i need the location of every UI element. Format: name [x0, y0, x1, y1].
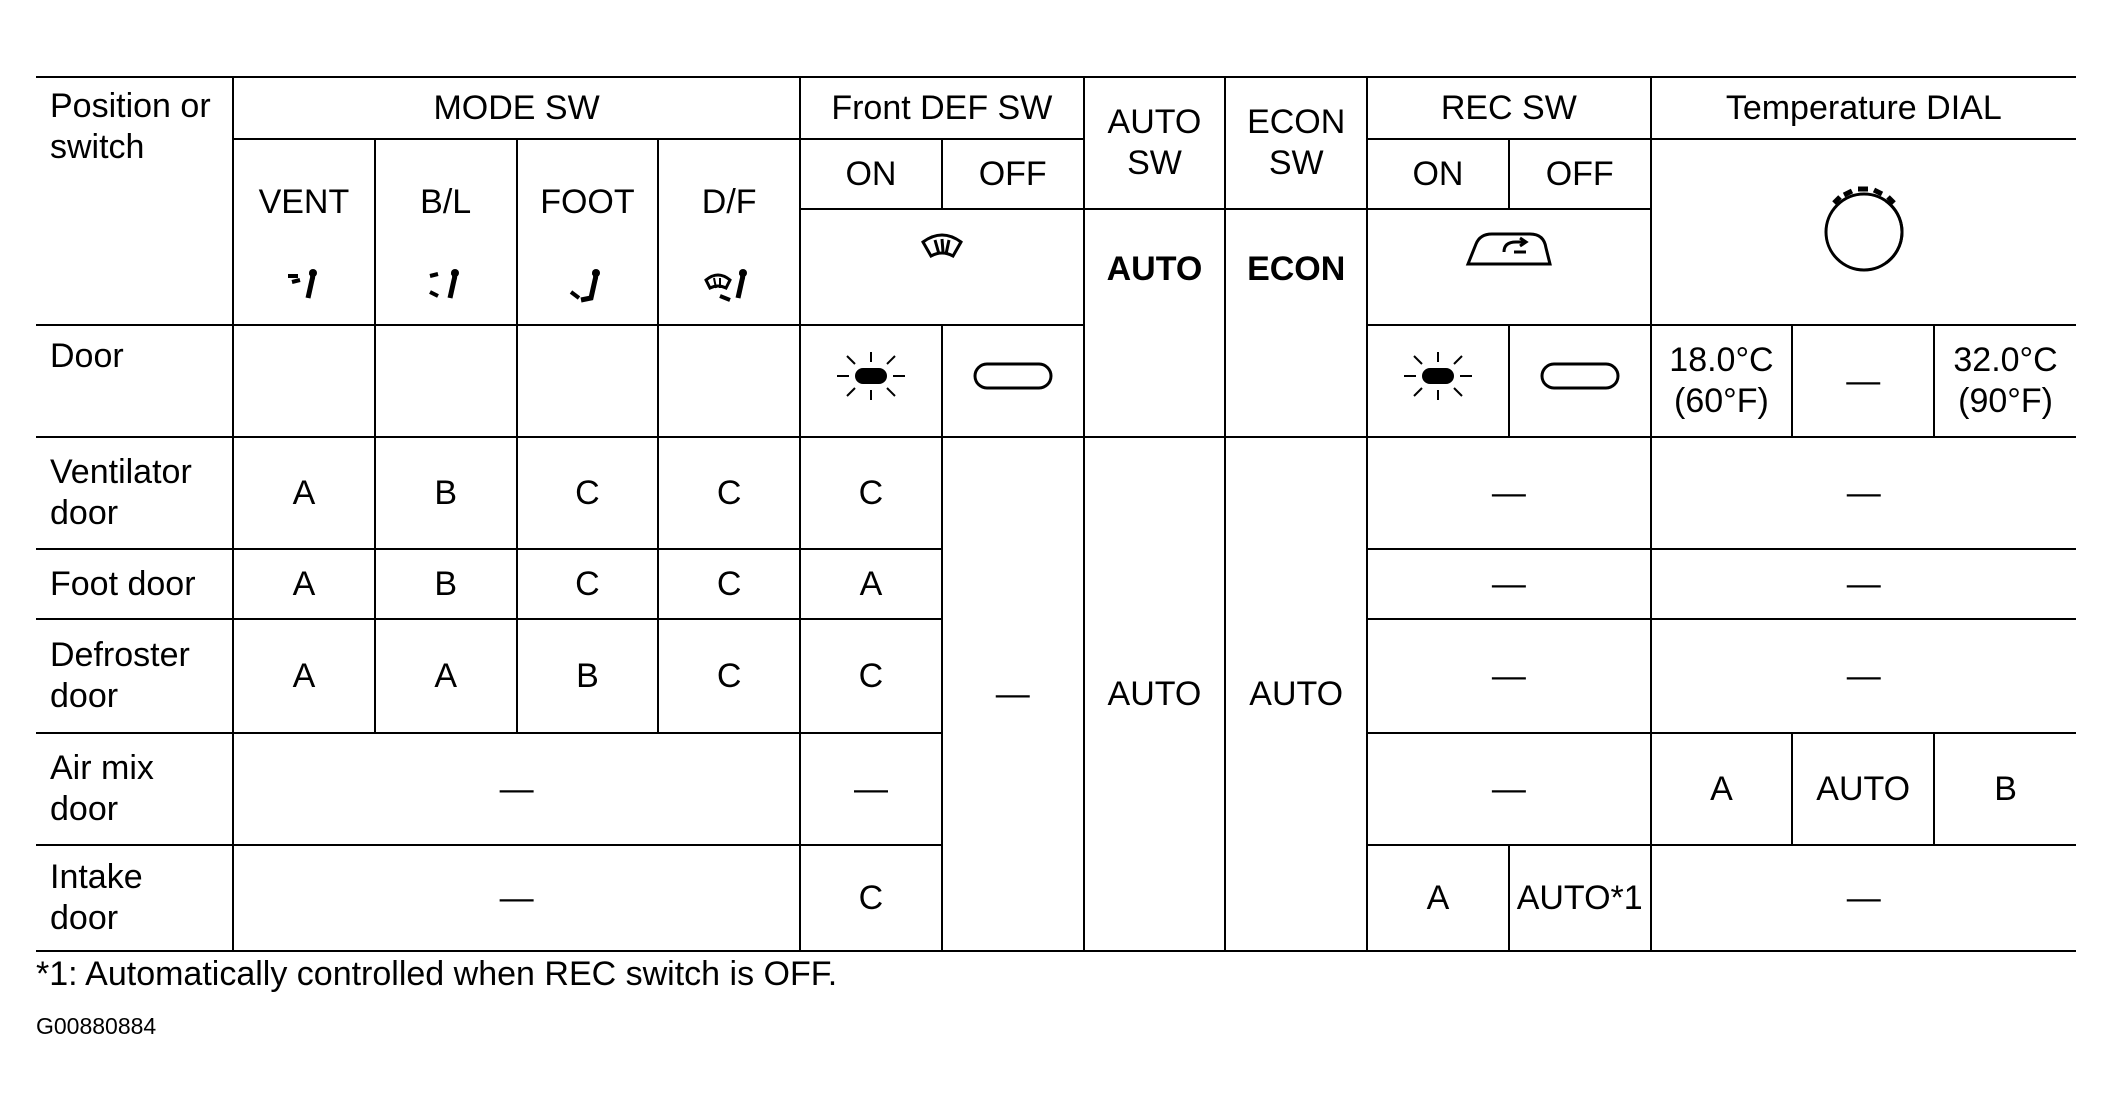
door-position-table: Position or switch MODE SW Front DEF SW … [36, 76, 2076, 952]
cell-foot: C [515, 548, 660, 620]
cell-foot: C [515, 436, 660, 550]
foot-icon-cell [515, 269, 660, 438]
auto-merged-cell: AUTO [1082, 436, 1227, 952]
indicator-off-icon [973, 362, 1053, 390]
cell-temp-high: B [1933, 732, 2076, 846]
door-label: Door [36, 324, 235, 438]
cell-rec: — [1366, 618, 1652, 734]
cell-temp: — [1649, 548, 2076, 620]
mode-bl-header: B/L [373, 138, 518, 326]
cell-foot: B [515, 618, 660, 734]
cell-bl: B [373, 548, 518, 620]
header-row-2: VENT B/L FOOT D/F ON OFF ON OFF [36, 138, 2076, 326]
table-row-ventilator: Ventilator door A B C C C — AUTO AUTO — … [36, 436, 2076, 952]
econ-merged-cell: AUTO [1224, 436, 1369, 952]
cell-rec: — [1366, 732, 1652, 846]
cell-mode-merged: — [232, 844, 802, 952]
temp-mid-cell: — [1791, 324, 1936, 438]
bilevel-icon-cell [373, 269, 518, 438]
row-label-foot: Foot door [36, 548, 235, 620]
header-row-3: AUTO ECON [36, 208, 2076, 438]
front-defroster-icon-cell [799, 208, 1085, 326]
row-label-defroster: Defroster door [36, 618, 235, 734]
row-label-ventilator: Ventilator door [36, 436, 235, 550]
foot-mode-icon [570, 269, 601, 303]
table-row-airmix: Air mix door — — — A AUTO B [36, 732, 2076, 846]
cell-df: C [657, 548, 802, 620]
cell-temp: — [1649, 436, 2076, 550]
cell-def-on: — [799, 732, 943, 846]
mode-df-header: D/F [657, 138, 802, 326]
recirculation-icon-cell [1366, 208, 1652, 326]
cell-vent: A [232, 548, 376, 620]
rec-off-indicator-cell [1507, 324, 1652, 438]
def-off-indicator-cell [940, 324, 1085, 438]
front-def-sw-header: Front DEF SW [799, 76, 1085, 140]
cell-def-on: C [799, 844, 943, 952]
mode-vent-header: VENT [232, 138, 376, 326]
cell-bl: A [373, 618, 518, 734]
def-on-indicator-cell [799, 324, 943, 438]
table-row-intake: Intake door — C A AUTO*1 — [36, 844, 2076, 952]
indicator-on-icon [836, 352, 905, 401]
cell-temp-mid: AUTO [1791, 732, 1936, 846]
def-off-merged-cell: — [940, 436, 1085, 952]
econ-indicator-cell: ECON [1224, 208, 1369, 438]
auto-indicator-cell: AUTO [1082, 208, 1227, 438]
door-position-table-wrapper: Position or switch MODE SW Front DEF SW … [36, 76, 2076, 952]
cell-vent: A [232, 436, 376, 550]
cell-rec: — [1366, 436, 1652, 550]
cell-temp: — [1649, 618, 2076, 734]
defrost-foot-mode-icon [704, 269, 748, 302]
header-row-1: Position or switch MODE SW Front DEF SW … [36, 76, 2076, 326]
cell-def-on: A [799, 548, 943, 620]
cell-def-on: C [799, 618, 943, 734]
cell-rec-on: A [1366, 844, 1510, 952]
cell-df: C [657, 618, 802, 734]
bilevel-mode-icon [428, 269, 459, 299]
front-def-on-header: ON [799, 138, 943, 210]
cell-bl: B [373, 436, 518, 550]
position-or-switch-header: Position or switch [36, 76, 235, 326]
table-row-defroster: Defroster door A A B C C — — [36, 618, 2076, 734]
cell-mode-merged: — [232, 732, 802, 846]
door-row: Door [36, 269, 2076, 438]
temp-low-cell: 18.0°C (60°F) [1649, 324, 1794, 438]
cell-vent: A [232, 618, 376, 734]
auto-sw-header: AUTO SW [1082, 76, 1227, 210]
front-def-off-header: OFF [940, 138, 1085, 210]
indicator-off-icon [1540, 362, 1620, 390]
rec-sw-header: REC SW [1366, 76, 1652, 140]
vent-icon-cell [232, 269, 376, 438]
defrost-foot-icon-cell [657, 269, 802, 438]
rec-off-header: OFF [1507, 138, 1652, 210]
cell-temp-low: A [1649, 732, 1794, 846]
footnote: *1: Automatically controlled when REC sw… [36, 955, 838, 993]
cell-rec: — [1366, 548, 1652, 620]
temperature-dial-icon-cell [1649, 138, 2076, 326]
mode-foot-header: FOOT [515, 138, 660, 326]
econ-sw-header: ECON SW [1224, 76, 1369, 210]
row-label-intake: Intake door [36, 844, 235, 952]
cell-rec-off: AUTO*1 [1507, 844, 1652, 952]
row-label-airmix: Air mix door [36, 732, 235, 846]
rec-on-indicator-cell [1366, 324, 1510, 438]
figure-code: G00880884 [36, 1013, 157, 1039]
cell-temp: — [1649, 844, 2076, 952]
front-defroster-icon [920, 233, 963, 259]
cell-def-on: C [799, 436, 943, 550]
temperature-dial-header: Temperature DIAL [1649, 76, 2076, 140]
temp-high-cell: 32.0°C (90°F) [1933, 324, 2076, 438]
recirculation-icon [1465, 232, 1552, 266]
cell-df: C [657, 436, 802, 550]
rec-on-header: ON [1366, 138, 1510, 210]
indicator-on-icon [1403, 352, 1472, 401]
mode-sw-header: MODE SW [232, 76, 802, 140]
temperature-dial-icon [1824, 186, 1904, 272]
table-row-foot: Foot door A B C C A — — [36, 548, 2076, 620]
vent-mode-icon [287, 269, 317, 299]
